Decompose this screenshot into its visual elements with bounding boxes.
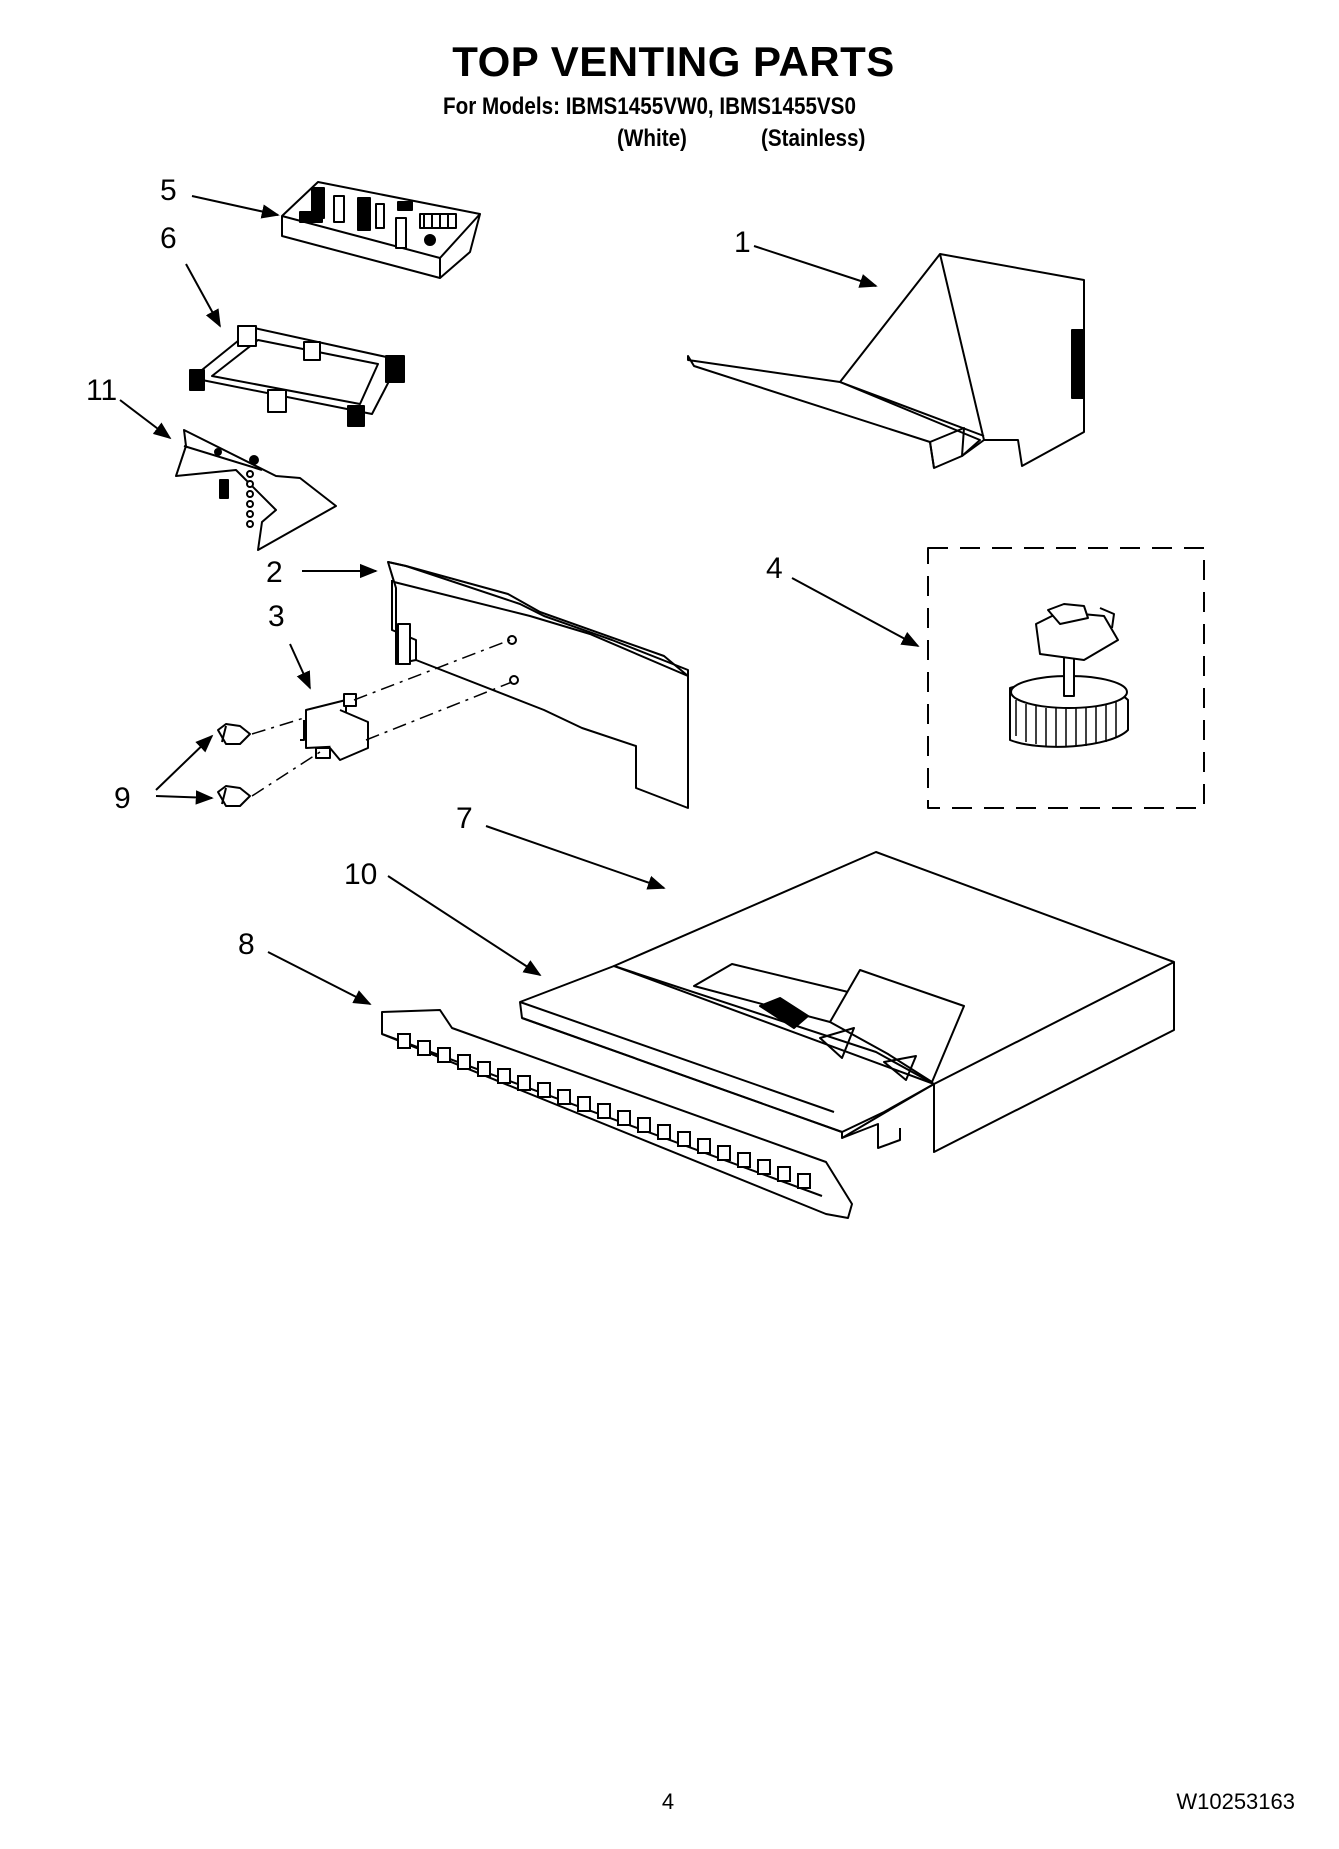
- part-7-vent-cover: [613, 851, 1175, 1153]
- models-line: For Models: IBMS1455VW0, IBMS1455VS0: [443, 93, 856, 120]
- callouts: 5 6 11 1 2 3 4 9 7 10 8: [86, 174, 783, 961]
- part-1-vent-duct: [687, 253, 1085, 469]
- part-11-bracket: [175, 429, 337, 551]
- callout-9: 9: [114, 782, 131, 815]
- part-6-board-tray: [189, 325, 405, 427]
- callout-2: 2: [266, 556, 283, 589]
- callout-4: 4: [766, 552, 783, 585]
- part-10-vent-panel: [519, 965, 935, 1149]
- callout-6: 6: [160, 222, 177, 255]
- variant-white-label: (White): [617, 125, 687, 152]
- leader-lines: [119, 195, 920, 1005]
- callout-3: 3: [268, 600, 285, 633]
- callout-7: 7: [456, 802, 473, 835]
- page-title: TOP VENTING PARTS: [452, 38, 895, 85]
- part-9-screws: [217, 723, 251, 807]
- part-5-control-board: [281, 181, 481, 279]
- part-4-blower-motor: [927, 547, 1205, 809]
- callout-1: 1: [734, 226, 751, 259]
- part-2-panel: [387, 561, 689, 809]
- variant-stainless-label: (Stainless): [761, 125, 866, 152]
- document-number: W10253163: [1176, 1789, 1295, 1814]
- mounting-lines: [251, 639, 513, 797]
- callout-8: 8: [238, 928, 255, 961]
- callout-10: 10: [344, 858, 377, 891]
- callout-5: 5: [160, 174, 177, 207]
- callout-11: 11: [86, 374, 117, 407]
- page-number: 4: [661, 1789, 675, 1814]
- part-3-switch: [300, 693, 369, 761]
- grille-slots: [397, 1033, 811, 1189]
